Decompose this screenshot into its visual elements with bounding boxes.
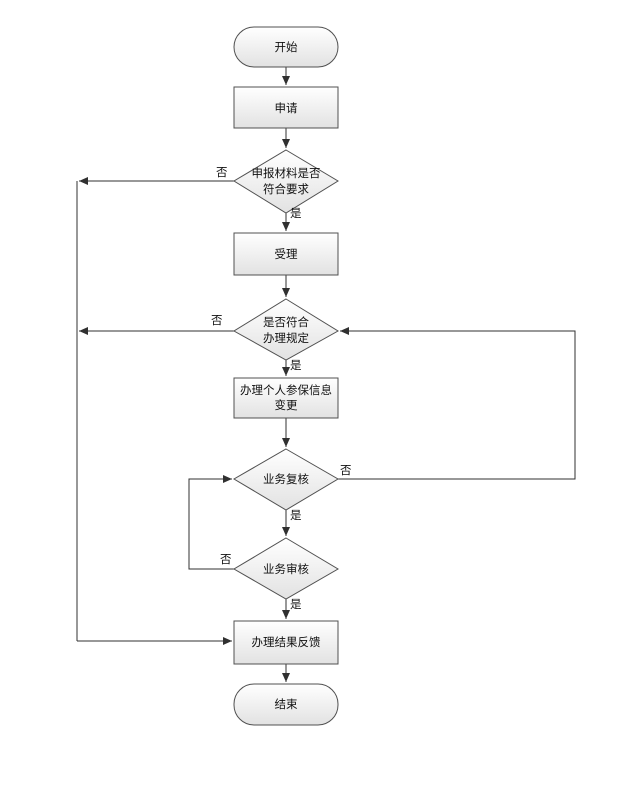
node-start-label: 开始	[275, 40, 298, 54]
node-business-review-label: 业务复核	[263, 472, 309, 486]
node-check-materials-line1: 申报材料是否	[252, 166, 321, 180]
label-materials-yes: 是	[290, 206, 302, 220]
node-check-rules-line2: 办理规定	[263, 331, 309, 345]
node-change-info-line1: 办理个人参保信息	[240, 383, 332, 397]
edge-labels: 是 是 是 是 否 否 否 否	[211, 165, 352, 611]
node-apply: 申请	[233, 86, 339, 129]
node-accept-label: 受理	[275, 247, 298, 261]
node-accept: 受理	[233, 232, 339, 276]
node-business-audit-label: 业务审核	[263, 562, 309, 576]
node-change-info: 办理个人参保信息 变更	[233, 377, 339, 419]
edge-audit-no	[188, 475, 234, 570]
edge-review-no	[338, 327, 576, 480]
node-change-info-line2: 变更	[275, 398, 298, 412]
node-end-label: 结束	[275, 697, 298, 711]
node-check-materials-line2: 符合要求	[263, 182, 309, 196]
node-business-audit: 业务审核	[233, 537, 339, 600]
label-materials-no: 否	[216, 165, 228, 179]
label-review-no: 否	[340, 463, 352, 477]
node-feedback-label: 办理结果反馈	[252, 635, 321, 649]
node-apply-label: 申请	[275, 101, 298, 115]
label-review-yes: 是	[290, 508, 302, 522]
node-end: 结束	[233, 683, 339, 726]
label-rules-yes: 是	[290, 358, 302, 372]
label-audit-no: 否	[220, 552, 232, 566]
label-audit-yes: 是	[290, 597, 302, 611]
node-check-materials: 申报材料是否 符合要求	[233, 149, 339, 214]
node-start: 开始	[233, 26, 339, 68]
node-check-rules: 是否符合 办理规定	[233, 298, 339, 361]
label-rules-no: 否	[211, 313, 223, 327]
node-feedback: 办理结果反馈	[233, 620, 339, 665]
node-check-rules-line1: 是否符合	[263, 315, 309, 329]
edges	[76, 67, 576, 682]
node-business-review: 业务复核	[233, 448, 339, 511]
